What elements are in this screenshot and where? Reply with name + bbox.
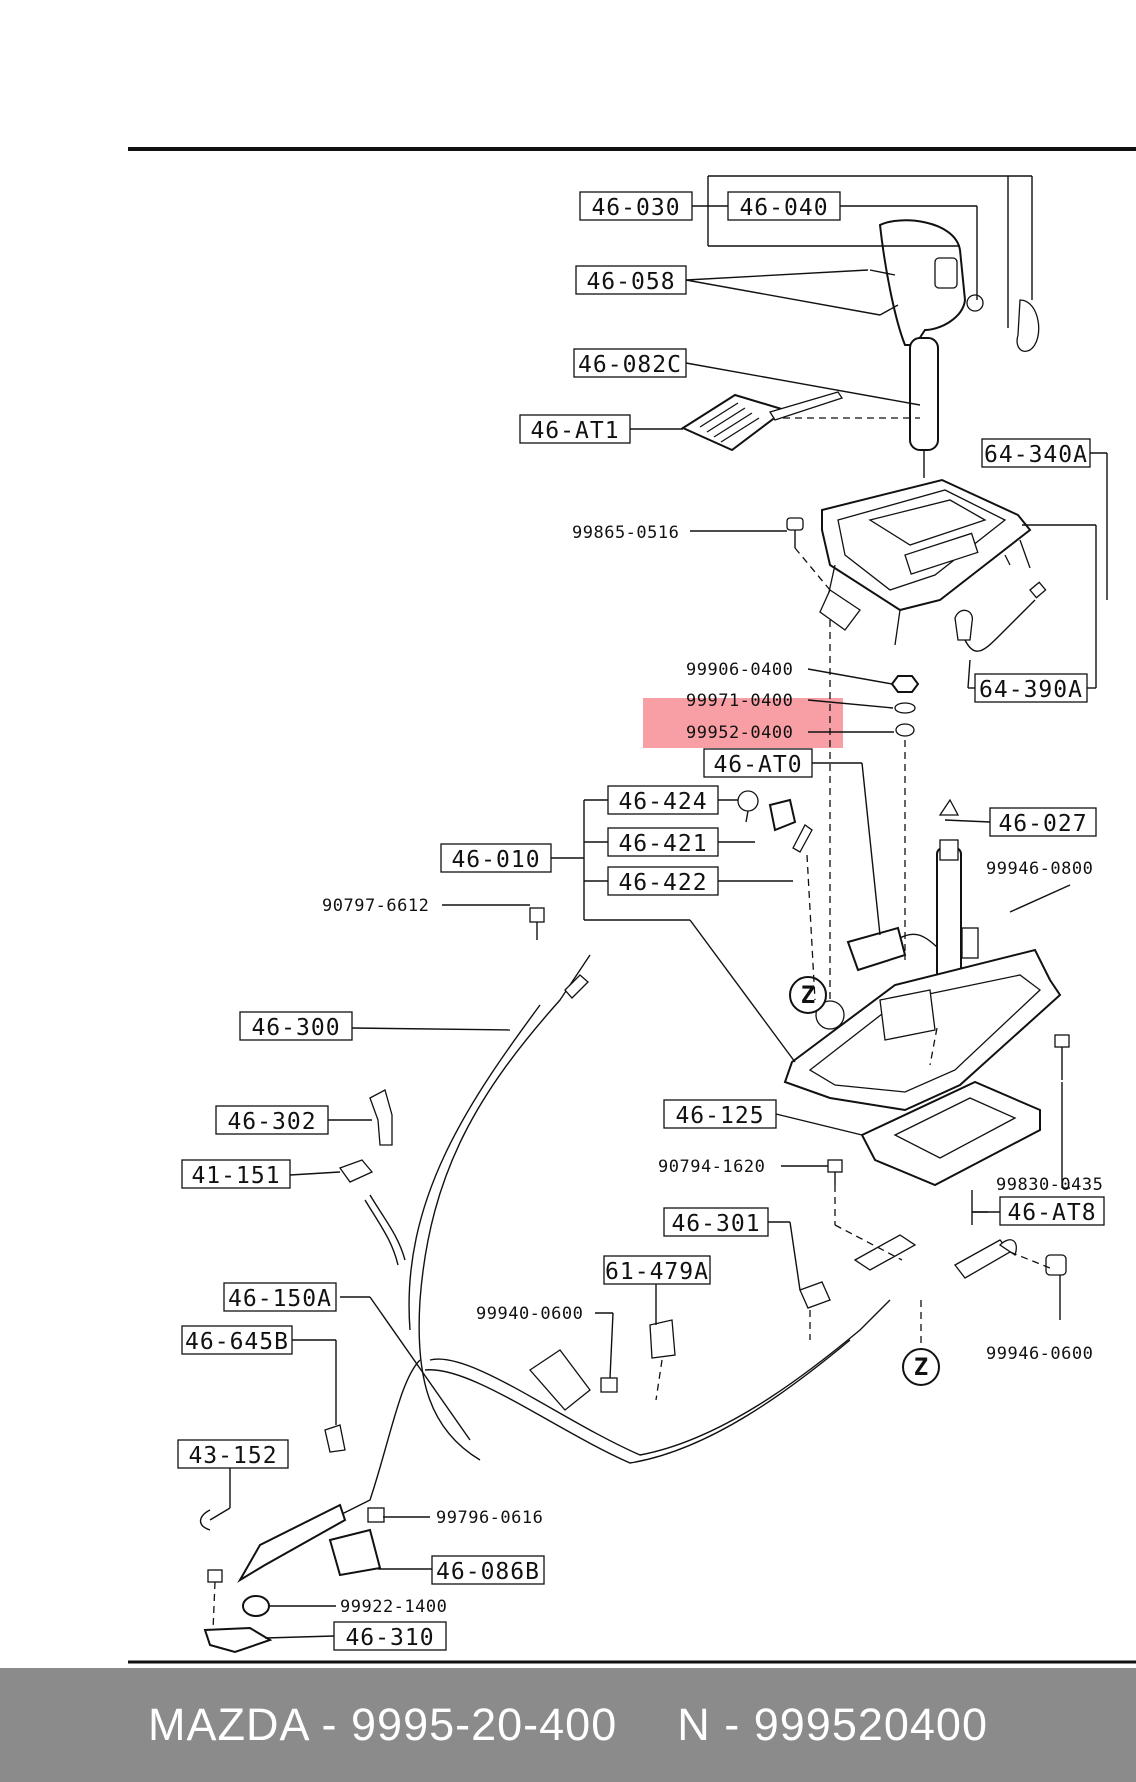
- box-46-645B: 46-645B: [181, 1325, 293, 1355]
- cable-drawing: [237, 954, 1011, 1583]
- clips-drawing: [338, 1089, 1067, 1411]
- box-46-040: 46-040: [727, 191, 841, 221]
- label-46-150A: 46-150A: [228, 1286, 332, 1312]
- label-99906-0400: 99906-0400: [686, 660, 793, 680]
- label-41-151: 41-151: [191, 1163, 280, 1189]
- box-46-302: 46-302: [215, 1105, 329, 1135]
- box-46-AT8: 46-AT8: [999, 1196, 1105, 1226]
- lever-assembly-drawing: [783, 798, 1062, 1112]
- label-99922-1400: 99922-1400: [340, 1597, 447, 1617]
- nut-washer-drawing: [890, 675, 920, 737]
- shift-knob-drawing: [869, 219, 1040, 352]
- label-46-300: 46-300: [251, 1015, 340, 1041]
- bracket-drawing: [199, 1424, 385, 1654]
- bolts-drawing: [529, 907, 1070, 1185]
- screw-drawing: [786, 517, 804, 548]
- box-46-086B: 46-086B: [431, 1555, 545, 1585]
- label-90794-1620: 90794-1620: [658, 1157, 765, 1177]
- label-46-424: 46-424: [618, 789, 707, 815]
- label-99971-0400: 99971-0400: [686, 691, 793, 711]
- gasket-drawing: [860, 1080, 1041, 1187]
- box-64-390A: 64-390A: [974, 673, 1088, 703]
- box-46-421: 46-421: [607, 827, 719, 857]
- label-99796-0616: 99796-0616: [436, 1508, 543, 1528]
- leader-lines: [209, 175, 1108, 1639]
- zone-marker-upper: Z: [789, 976, 827, 1014]
- label-46-086B: 46-086B: [436, 1559, 540, 1585]
- zone-marker-upper-text: Z: [801, 981, 815, 1009]
- box-41-151: 41-151: [181, 1159, 291, 1189]
- footer-caption: MAZDA - 9995-20-400 N - 999520400: [0, 1668, 1136, 1782]
- label-64-340A: 64-340A: [984, 442, 1088, 468]
- box-46-030: 46-030: [579, 191, 693, 221]
- label-46-AT8: 46-AT8: [1007, 1200, 1096, 1226]
- box-46-422: 46-422: [607, 866, 719, 896]
- lamp-drawing: [954, 581, 1047, 652]
- label-46-027: 46-027: [998, 811, 1087, 837]
- box-46-027: 46-027: [989, 807, 1097, 837]
- label-46-301: 46-301: [671, 1211, 760, 1237]
- label-43-152: 43-152: [188, 1443, 277, 1469]
- switch-drawing: [846, 926, 941, 972]
- label-46-030: 46-030: [591, 195, 680, 221]
- box-46-058: 46-058: [575, 265, 687, 295]
- label-46-422: 46-422: [618, 870, 707, 896]
- label-46-125: 46-125: [675, 1103, 764, 1129]
- parts-diagram: Z Z: [128, 147, 1136, 1664]
- label-99946-0600: 99946-0600: [986, 1344, 1093, 1364]
- label-46-058: 46-058: [586, 269, 675, 295]
- label-99940-0600: 99940-0600: [476, 1304, 583, 1324]
- label-99952-0400: 99952-0400: [686, 723, 793, 743]
- zone-marker-lower-text: Z: [914, 1353, 928, 1381]
- footer-number-part: N - 999520400: [677, 1699, 988, 1750]
- label-46-AT0: 46-AT0: [713, 752, 802, 778]
- label-46-010: 46-010: [451, 847, 540, 873]
- box-46-AT0: 46-AT0: [703, 748, 813, 778]
- label-61-479A: 61-479A: [605, 1259, 709, 1285]
- box-46-010: 46-010: [440, 843, 552, 873]
- indicator-plate-drawing: [680, 391, 844, 452]
- label-46-645B: 46-645B: [185, 1329, 289, 1355]
- shift-shaft-drawing: [909, 337, 939, 451]
- highlight-band: [643, 698, 843, 748]
- box-46-301: 46-301: [663, 1207, 769, 1237]
- label-46-310: 46-310: [345, 1625, 434, 1651]
- label-46-302: 46-302: [227, 1109, 316, 1135]
- small-parts-drawing: [737, 790, 813, 853]
- label-99946-0800: 99946-0800: [986, 859, 1093, 879]
- label-46-AT1: 46-AT1: [530, 418, 619, 444]
- box-46-300: 46-300: [239, 1011, 353, 1041]
- box-46-310: 46-310: [333, 1621, 447, 1651]
- box-61-479A: 61-479A: [603, 1255, 711, 1285]
- box-64-340A: 64-340A: [981, 438, 1091, 468]
- footer-brand-part: MAZDA - 9995-20-400: [148, 1699, 618, 1750]
- label-64-390A: 64-390A: [979, 677, 1083, 703]
- label-46-421: 46-421: [618, 831, 707, 857]
- box-46-150A: 46-150A: [223, 1282, 337, 1312]
- zone-marker-lower: Z: [902, 1348, 940, 1386]
- box-43-152: 43-152: [177, 1439, 289, 1469]
- label-46-082C: 46-082C: [578, 352, 682, 378]
- label-46-040: 46-040: [739, 195, 828, 221]
- box-46-AT1: 46-AT1: [519, 414, 631, 444]
- label-99830-0435: 99830-0435: [996, 1175, 1103, 1195]
- console-housing-drawing: [819, 478, 1032, 646]
- box-46-424: 46-424: [607, 785, 719, 815]
- box-46-082C: 46-082C: [573, 348, 687, 378]
- label-90797-6612: 90797-6612: [322, 896, 429, 916]
- label-99865-0516: 99865-0516: [572, 523, 679, 543]
- box-46-125: 46-125: [663, 1099, 777, 1129]
